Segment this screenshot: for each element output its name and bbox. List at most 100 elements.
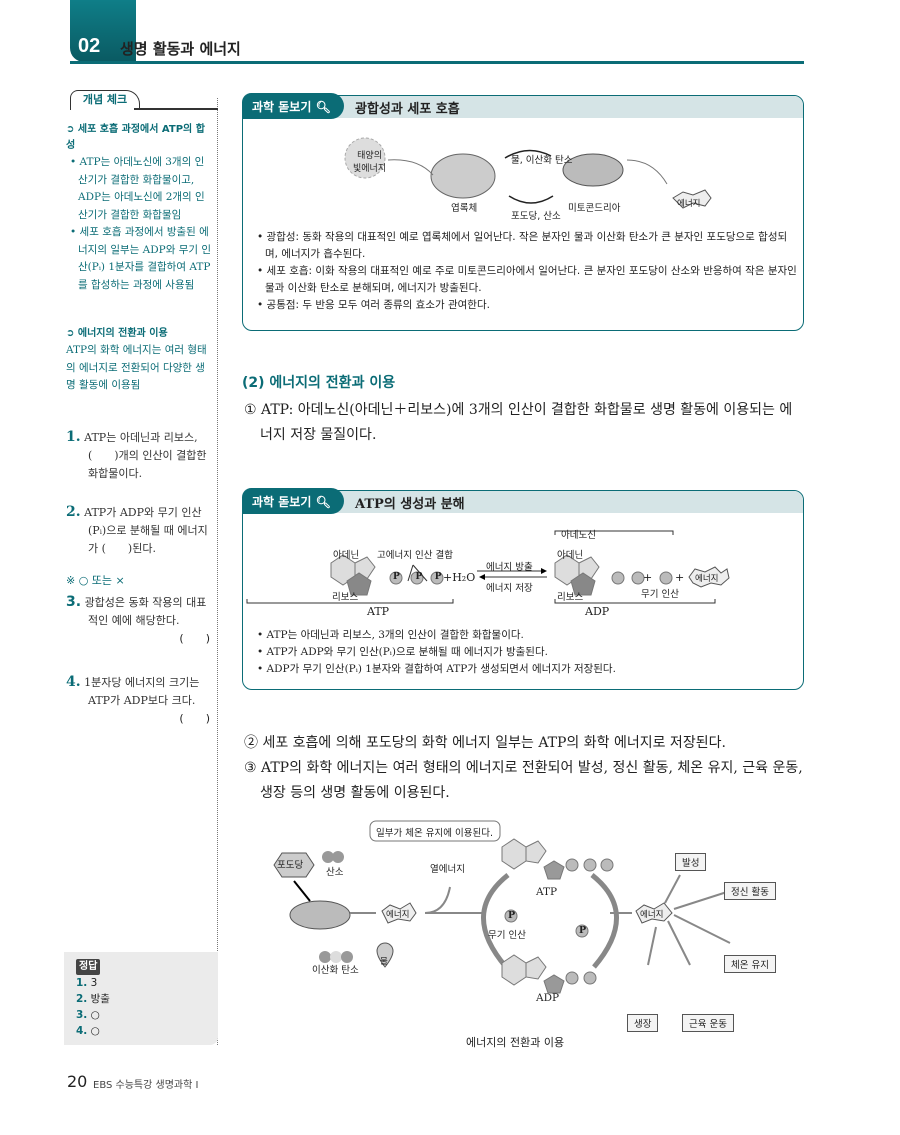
bullet-text: ATP는 아데노신에 3개의 인산기가 결합한 화합물이고, ADP는 아데노신… <box>78 156 205 221</box>
sun-label: 태양의 빛에너지 <box>353 151 387 174</box>
bullet-text: 세포 호흡: 이화 작용의 대표적인 예로 주로 미토콘드리아에서 일어난다. … <box>265 265 797 294</box>
speech-bubble <box>369 820 501 842</box>
box-tag: 과학 돋보기 🔍︎ <box>242 93 344 119</box>
p-label: P <box>393 572 400 582</box>
concept-check-tab: 개념 체크 <box>70 90 140 110</box>
use-label-growth: 생장 <box>627 1014 659 1032</box>
question-2: 2. ATP가 ADP와 무기 인산(Pᵢ)으로 분해될 때 에너지가 ( )된… <box>66 503 210 558</box>
chapter-title: 생명 활동과 에너지 <box>120 40 241 58</box>
question-text: ATP가 ADP와 무기 인산(Pᵢ)으로 분해될 때 에너지가 ( )된다. <box>84 506 208 555</box>
question-number: 3. <box>66 594 82 610</box>
oxygen-icon <box>322 851 334 863</box>
question-number: 2. <box>66 504 81 520</box>
bullet: • 광합성: 동화 작용의 대표적인 예로 엽록체에서 일어난다. 작은 분자인… <box>257 231 788 260</box>
chloroplast-label: 엽록체 <box>451 203 478 214</box>
energy-label: 에너지 <box>386 910 410 920</box>
answer-num: 3. <box>76 1009 88 1021</box>
water-label: +H₂O <box>443 571 476 584</box>
answer-item: 3. ○ <box>76 1007 206 1023</box>
bullet-text: ATP가 ADP와 무기 인산(Pᵢ)으로 분해될 때 에너지가 방출된다. <box>266 646 548 658</box>
arrow <box>387 159 434 176</box>
box-header <box>243 96 803 118</box>
box-tag: 과학 돋보기 🔍︎ <box>242 488 344 514</box>
box-header <box>243 491 803 513</box>
box-tag-text: 과학 돋보기 <box>252 495 312 509</box>
concept-bullet: • 세포 호흡 과정에서 방출된 에너지의 일부는 ADP와 무기 인산(Pᵢ)… <box>70 226 212 291</box>
co2-icon <box>319 951 331 963</box>
arrow-circle-icon: ➲ <box>66 124 78 135</box>
answer-label: 정답 <box>76 959 101 975</box>
atp-molecule <box>501 838 614 880</box>
p-label: P <box>415 572 423 582</box>
energy-label: 에너지 <box>640 910 664 920</box>
ox-note: ※ ○ 또는 × <box>66 574 125 587</box>
magnifier-icon: 🔍︎ <box>315 100 331 114</box>
question-3: 3. 광합성은 동화 작용의 대표적인 예에 해당한다. ( ) <box>66 593 210 646</box>
concept-heading-text: 에너지의 전환과 이용 <box>77 328 168 339</box>
adp-label: ADP <box>536 992 560 1004</box>
answer-value: 3 <box>90 977 98 989</box>
sidebar: 개념 체크 ➲ 세포 호흡 과정에서 ATP의 합성 • ATP는 아데노신에 … <box>64 90 218 1045</box>
concept-2: ➲ 에너지의 전환과 이용 ATP의 화학 에너지는 여러 형태의 에너지로 전… <box>66 326 212 395</box>
arrow <box>504 149 552 159</box>
answer-item: 4. ○ <box>76 1023 206 1039</box>
science-box-atp: 과학 돋보기 🔍︎ ATP의 생성과 분해 아데닌 고에너지 인산 결합 리보스… <box>242 488 804 690</box>
answer-num: 1. <box>76 977 88 989</box>
paragraph-1: ① ATP: 아데노신(아데닌＋리보스)에 3개의 인산이 결합한 화합물로 생… <box>244 402 793 443</box>
glucose-icon <box>273 852 315 878</box>
answer-value: 방출 <box>90 993 110 1005</box>
oxygen-label: 산소 <box>326 867 344 878</box>
box-bullets: • 광합성: 동화 작용의 대표적인 예로 엽록체에서 일어난다. 작은 분자인… <box>253 229 798 314</box>
page-number: 20 <box>67 1072 88 1091</box>
bullet-text: 세포 호흡 과정에서 방출된 에너지의 일부는 ADP와 무기 인산(Pᵢ) 1… <box>78 226 212 291</box>
top-arrow-label: 물, 이산화 탄소 <box>511 155 573 166</box>
question-number: 4. <box>66 674 81 690</box>
plus: + <box>643 571 653 584</box>
photosynthesis-diagram <box>344 137 712 209</box>
box-title: 광합성과 세포 호흡 <box>355 102 460 117</box>
question-4: 4. 1분자당 에너지의 크기는 ATP가 ADP보다 크다. ( ) <box>66 673 210 726</box>
atp-molecule <box>330 554 444 596</box>
book-title: EBS 수능특강 생명과학 Ⅰ <box>93 1080 199 1091</box>
concept-heading-text: 세포 호흡 과정에서 ATP의 합성 <box>66 124 205 151</box>
bullet: • ATP가 ADP와 무기 인산(Pᵢ)으로 분해될 때 에너지가 방출된다. <box>257 646 548 658</box>
answer-num: 4. <box>76 1025 88 1037</box>
plus: + <box>675 571 685 584</box>
pi-label: P <box>579 925 587 936</box>
chapter-number: 02 <box>78 35 101 57</box>
bullet-text: ATP는 아데닌과 리보스, 3개의 인산이 결합한 화합물이다. <box>266 629 524 641</box>
concept-heading: ➲ 에너지의 전환과 이용 <box>66 326 212 342</box>
concept-heading: ➲ 세포 호흡 과정에서 ATP의 합성 <box>66 122 212 154</box>
mitochondria-icon <box>562 153 624 187</box>
speech-text: 일부가 체온 유지에 이용된다. <box>376 828 493 839</box>
p-labels: P P P <box>393 572 442 582</box>
bullet: • 세포 호흡: 이화 작용의 대표적인 예로 주로 미토콘드리아에서 일어난다… <box>257 265 797 294</box>
energy-label: 에너지 <box>677 199 701 209</box>
bullet: • ADP가 무기 인산(Pᵢ) 1분자와 결합하여 ATP가 생성되면서 에너… <box>257 663 616 675</box>
adp-label: ADP <box>585 605 610 618</box>
store-label: 에너지 저장 <box>486 583 533 594</box>
cycle-arrow-right <box>590 873 619 969</box>
atp-diagram <box>246 530 730 604</box>
use-label-muscle: 근육 운동 <box>682 1014 734 1032</box>
inorganic-phosphate-label: 무기 인산 <box>488 930 526 941</box>
box-tag-text: 과학 돋보기 <box>252 100 312 114</box>
atp-label: ATP <box>536 886 558 898</box>
chapter-tab <box>70 0 136 62</box>
magnifier-icon: 🔍︎ <box>315 495 331 509</box>
use-label-mental-activity: 정신 활동 <box>724 882 776 900</box>
co2-label: 이산화 탄소 <box>312 965 359 976</box>
figure-caption: 에너지의 전환과 이용 <box>466 1036 565 1049</box>
arrow <box>508 195 554 204</box>
section-heading: (2) 에너지의 전환과 이용 <box>242 375 396 391</box>
use-label-body-temperature: 체온 유지 <box>724 955 776 973</box>
use-label-vocalization: 발성 <box>675 853 707 871</box>
chloroplast-icon <box>430 153 496 199</box>
question-text: ATP는 아데닌과 리보스, ( )개의 인산이 결합한 화합물이다. <box>84 431 207 480</box>
bullet-text: 광합성: 동화 작용의 대표적인 예로 엽록체에서 일어난다. 작은 분자인 물… <box>265 231 788 260</box>
answer-value: ○ <box>90 1009 100 1021</box>
energy-burst-icon <box>635 902 673 924</box>
box-bullets: • ATP는 아데닌과 리보스, 3개의 인산이 결합한 화합물이다. • AT… <box>253 627 798 678</box>
adenosine-label: 아데노신 <box>561 530 596 541</box>
bullet-text: ADP가 무기 인산(Pᵢ) 1분자와 결합하여 ATP가 생성되면서 에너지가… <box>266 663 616 675</box>
